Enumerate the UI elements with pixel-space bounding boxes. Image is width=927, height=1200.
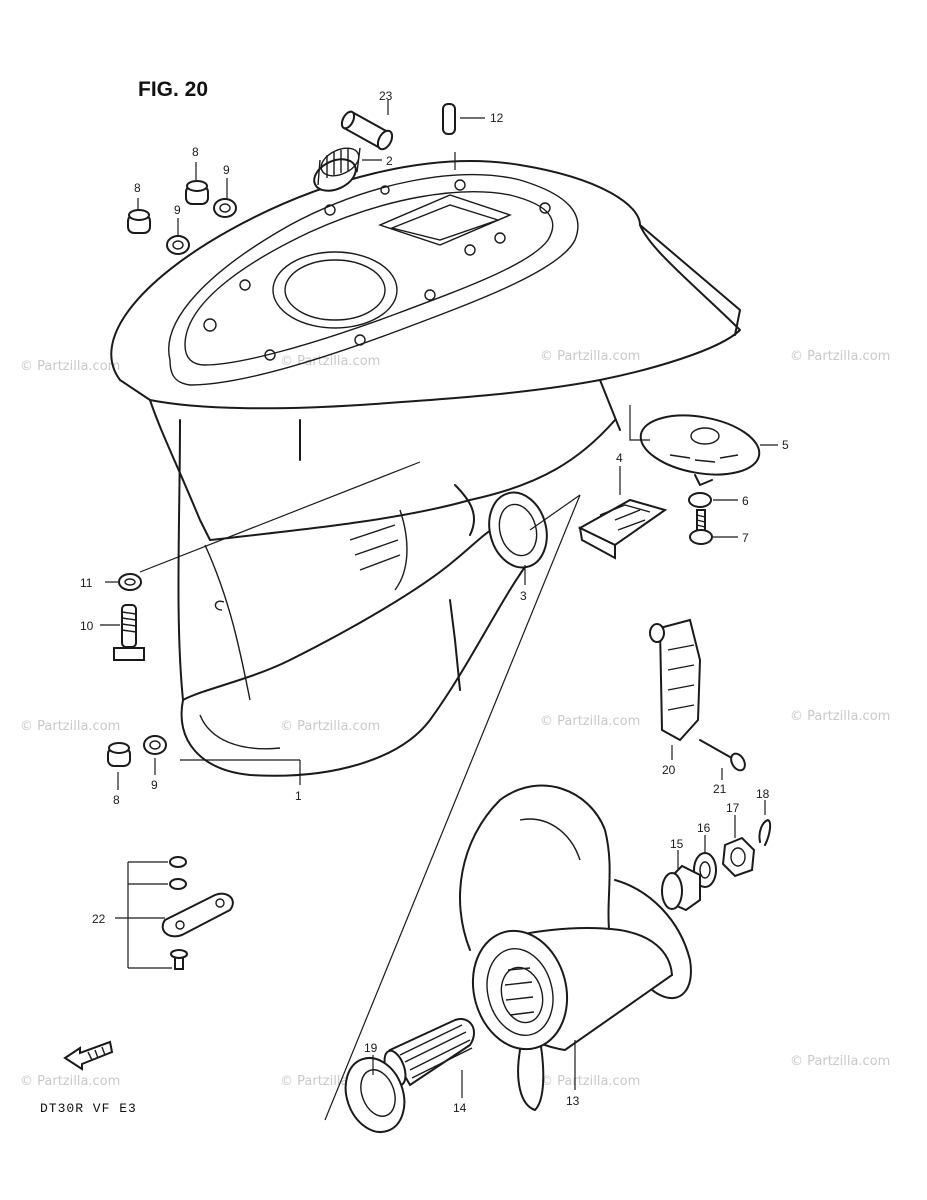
watermark: © Partzilla.com xyxy=(540,1074,640,1089)
gear-case-housing xyxy=(110,160,741,777)
watermark: © Partzilla.com xyxy=(790,1054,890,1069)
callout-8c: 8 xyxy=(113,793,120,807)
callout-9c: 9 xyxy=(151,778,158,792)
part-3-bearing xyxy=(488,491,548,569)
watermark: © Partzilla.com xyxy=(20,359,120,374)
part-9-washer-top-2 xyxy=(166,235,190,255)
part-2-bearing xyxy=(313,147,361,192)
watermark: © Partzilla.com xyxy=(540,714,640,729)
part-23-bushing xyxy=(340,110,394,151)
callout-22: 22 xyxy=(92,912,106,926)
part-18-nut xyxy=(721,836,756,878)
callout-9a: 9 xyxy=(223,163,230,177)
watermark: © Partzilla.com xyxy=(280,719,380,734)
watermark: © Partzilla.com xyxy=(540,349,640,364)
callout-10: 10 xyxy=(80,619,94,633)
callout-9b: 9 xyxy=(174,203,181,217)
callout-4: 4 xyxy=(616,451,623,465)
watermark-layer: © Partzilla.com © Partzilla.com © Partzi… xyxy=(20,349,890,1089)
fwd-arrow-icon xyxy=(63,1040,114,1071)
part-16-spacer xyxy=(661,864,701,912)
callout-7: 7 xyxy=(742,531,749,545)
callout-17: 16 xyxy=(697,821,711,835)
model-code: DT30R VF E3 xyxy=(40,1101,137,1116)
part-8-plug-top-2 xyxy=(185,180,209,205)
part-19-cotter-pin xyxy=(758,819,772,846)
callout-14: 14 xyxy=(453,1101,467,1115)
part-15-thrust-washer xyxy=(344,1057,406,1133)
callout-labels: 23 12 2 8 8 9 9 5 4 6 7 3 11 10 1 8 9 20… xyxy=(80,89,789,1115)
callout-6: 6 xyxy=(742,494,749,508)
callout-3: 3 xyxy=(520,589,527,603)
part-5-anode-plate xyxy=(639,414,761,486)
watermark: © Partzilla.com xyxy=(790,709,890,724)
part-8-plug-lower xyxy=(107,742,131,767)
callout-8b: 8 xyxy=(192,145,199,159)
part-10-bolt xyxy=(113,604,145,661)
watermark: © Partzilla.com xyxy=(790,349,890,364)
callout-19: 18 xyxy=(756,787,770,801)
watermark: © Partzilla.com xyxy=(20,719,120,734)
callout-5: 5 xyxy=(782,438,789,452)
explode-lines xyxy=(139,152,650,1121)
callout-2: 2 xyxy=(386,154,393,168)
callout-leaders xyxy=(100,100,778,1098)
watermark: © Partzilla.com xyxy=(280,354,380,369)
part-20-anode xyxy=(649,618,702,742)
callout-1: 1 xyxy=(295,789,302,803)
callout-18: 17 xyxy=(726,801,740,815)
part-22-kit xyxy=(161,856,234,970)
callout-23: 23 xyxy=(379,89,393,103)
part-21-screw xyxy=(699,739,746,772)
part-9-washer-lower xyxy=(143,735,167,755)
figure-title: FIG. 20 xyxy=(138,78,208,101)
callout-11: 11 xyxy=(80,576,93,590)
callout-20: 20 xyxy=(662,763,676,777)
part-8-plug-top xyxy=(127,209,151,234)
part-12-dowel-pin xyxy=(442,103,456,135)
part-11-washer xyxy=(118,573,142,591)
part-9-washer-top xyxy=(213,198,237,218)
callout-16: 15 xyxy=(670,837,684,851)
callout-13: 13 xyxy=(566,1094,580,1108)
callout-8a: 8 xyxy=(134,181,141,195)
part-7-bolt xyxy=(689,509,713,545)
part-6-washer xyxy=(688,492,712,508)
part-4-trim-tab xyxy=(577,498,668,560)
callout-12: 12 xyxy=(490,111,504,125)
callout-15: 19 xyxy=(364,1041,378,1055)
callout-21: 21 xyxy=(713,782,727,796)
part-13-propeller xyxy=(459,784,692,1111)
watermark: © Partzilla.com xyxy=(20,1074,120,1089)
